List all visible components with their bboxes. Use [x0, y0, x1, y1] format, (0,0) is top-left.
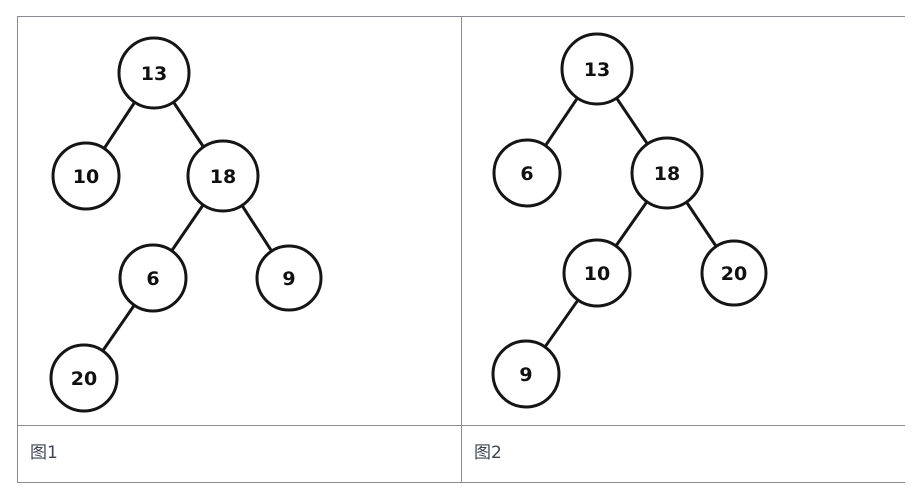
tree-node-circle	[560, 32, 634, 106]
tree-edge	[542, 297, 581, 350]
binary-tree-diagram-2: 13 6 18 10 20 9	[491, 32, 768, 409]
diagram-cell-1: 13 10 18 6 9 20	[18, 17, 461, 425]
tree-node-label: 10	[73, 166, 99, 188]
tree-node-label: 13	[141, 63, 167, 85]
tree-node: 20	[49, 343, 119, 413]
tree-edge	[169, 202, 206, 254]
tree-node: 10	[51, 141, 121, 211]
tree-node: 13	[117, 36, 191, 110]
tree-node-circle	[117, 36, 191, 110]
tree-node: 9	[255, 244, 323, 312]
tree-node-label: 18	[654, 163, 680, 185]
figure-table: 13 10 18 6 9 20 13 6 18 10 20 9 图1 图2	[17, 16, 905, 483]
tree-node-label: 9	[519, 364, 532, 386]
caption-cell-1: 图1	[18, 426, 461, 482]
tree-edge	[239, 203, 274, 254]
tree-node-circle	[491, 339, 561, 409]
tree-node-label: 20	[71, 368, 97, 390]
tree-node-circle	[49, 343, 119, 413]
captions-row: 图1 图2	[18, 425, 905, 482]
tree-edge	[102, 99, 137, 151]
tree-node: 6	[118, 243, 188, 313]
tree-node-circle	[255, 244, 323, 312]
tree-node-label: 18	[210, 166, 236, 188]
tree-node-label: 6	[146, 268, 159, 290]
tree-node: 18	[186, 139, 260, 213]
tree-edge	[613, 199, 650, 249]
diagrams-row: 13 10 18 6 9 20 13 6 18 10 20 9	[18, 17, 905, 425]
tree-edge	[100, 302, 137, 354]
tree-node-circle	[51, 141, 121, 211]
tree-edge	[614, 95, 650, 147]
tree-node-circle	[630, 136, 704, 210]
tree-node-circle	[562, 238, 632, 308]
tree-node-circle	[492, 138, 562, 208]
diagram-cell-2: 13 6 18 10 20 9	[461, 17, 905, 425]
caption-cell-2: 图2	[461, 426, 905, 482]
figure-caption-1: 图1	[30, 443, 58, 463]
tree-node: 18	[630, 136, 704, 210]
tree-node-circle	[700, 239, 768, 307]
tree-node: 9	[491, 339, 561, 409]
tree-edge	[171, 99, 206, 150]
tree-node-label: 13	[584, 59, 610, 81]
binary-tree-diagram-1: 13 10 18 6 9 20	[49, 36, 323, 413]
tree-node-label: 9	[282, 268, 295, 290]
tree-node: 20	[700, 239, 768, 307]
tree-edge	[543, 95, 580, 148]
figure-caption-2: 图2	[474, 443, 502, 463]
tree-node: 6	[492, 138, 562, 208]
tree-node: 10	[562, 238, 632, 308]
tree-node-label: 10	[584, 263, 610, 285]
tree-node-circle	[186, 139, 260, 213]
tree-node-label: 20	[721, 263, 747, 285]
tree-node-label: 6	[520, 163, 533, 185]
tree-node: 13	[560, 32, 634, 106]
tree-edge	[684, 199, 719, 249]
tree-node-circle	[118, 243, 188, 313]
